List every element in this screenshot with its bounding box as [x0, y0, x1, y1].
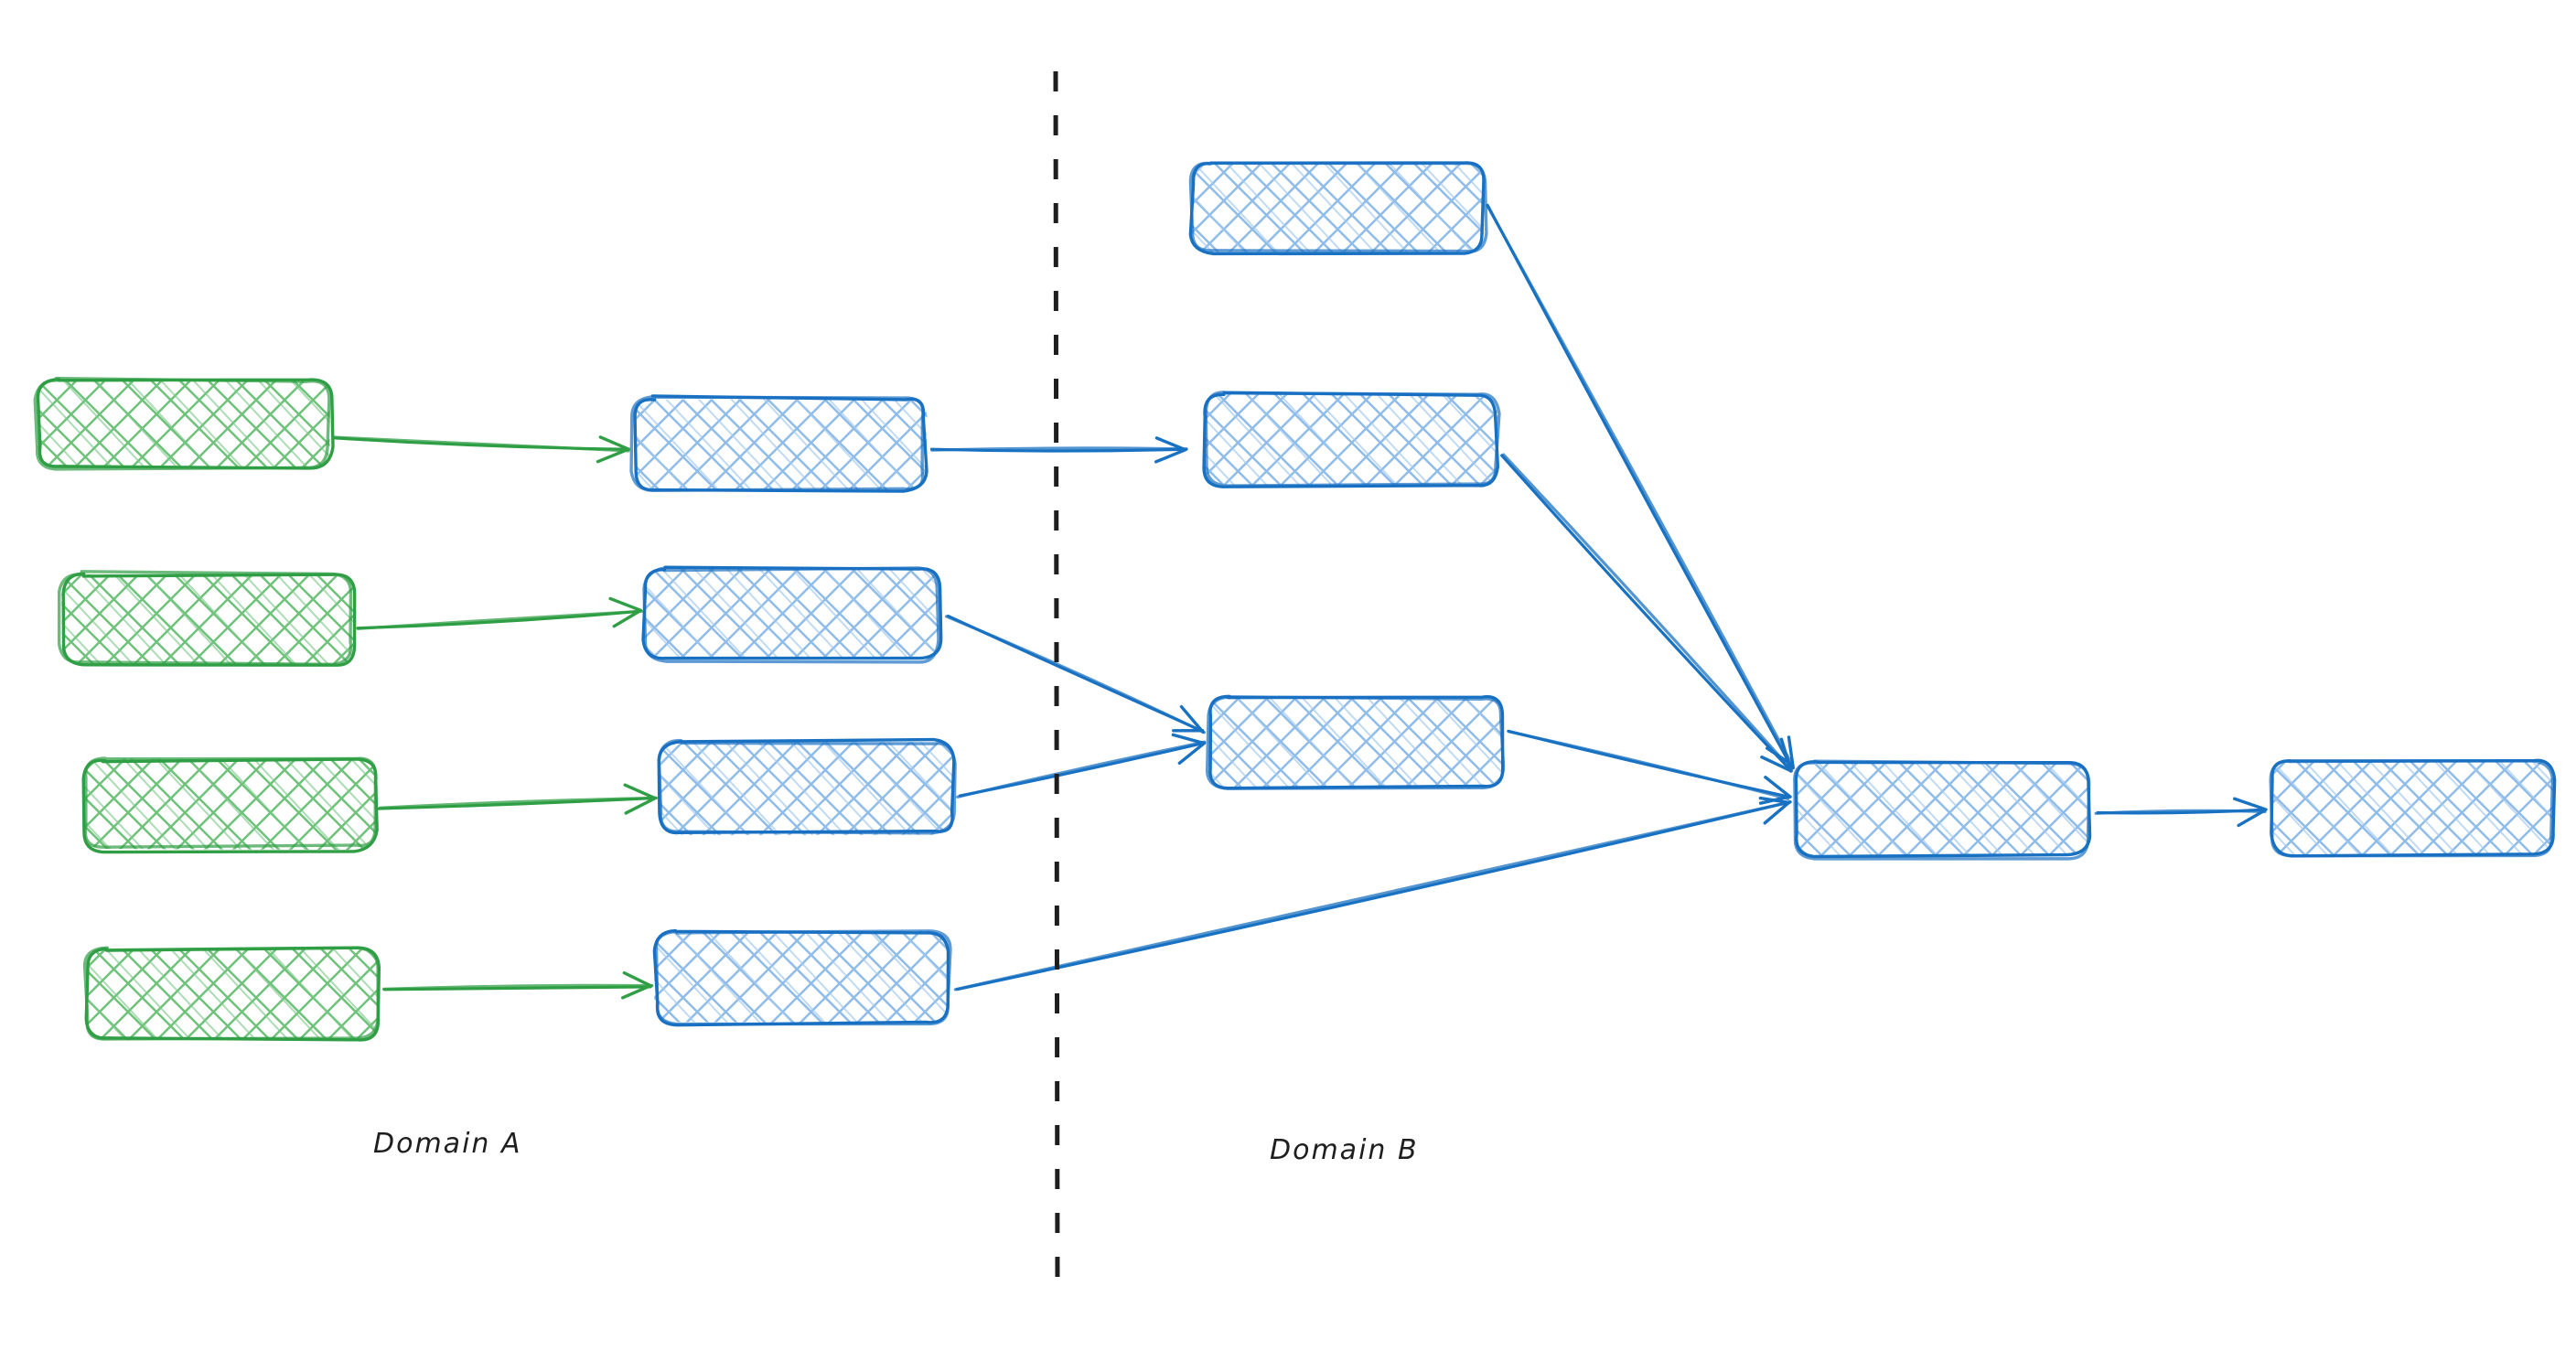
- node-fill-hatch-cross: [86, 949, 380, 1041]
- edge-arrowhead-barb: [1154, 447, 1187, 464]
- edge-b3-to-hub[interactable]: [1507, 729, 1792, 805]
- node-outline: [1793, 759, 2091, 861]
- node-a1[interactable]: [33, 376, 335, 471]
- node-a3[interactable]: [81, 756, 379, 854]
- node-outline: [642, 566, 940, 664]
- node-fill-hatch-cross: [61, 573, 356, 665]
- node-outline: [654, 929, 952, 1026]
- node-outline: [82, 946, 380, 1041]
- edge-shaft: [930, 446, 1188, 452]
- edge-arrowhead-barb: [622, 970, 653, 988]
- edge-shaft: [331, 435, 630, 453]
- node-fill-hatch-cross: [2270, 760, 2554, 856]
- edge-arrowhead-barb: [1764, 776, 1792, 799]
- node-outline: [33, 376, 331, 471]
- edge-shaft: [379, 796, 659, 809]
- edge-shaft: [2094, 809, 2267, 815]
- node-outline: [1188, 161, 1488, 253]
- edge-arrowhead-barb: [1779, 737, 1793, 773]
- edge-shaft: [356, 609, 644, 630]
- edge-arrowhead-barb: [1154, 436, 1186, 452]
- node-outline: [2269, 759, 2555, 858]
- node-b1[interactable]: [1188, 161, 1488, 256]
- node-m1[interactable]: [629, 394, 928, 493]
- node-fill-hatch-cross: [660, 742, 953, 835]
- edge-arrowhead-barb: [621, 984, 652, 1000]
- nodes-layer: [33, 161, 2557, 1042]
- edge-arrowhead-barb: [1787, 735, 1795, 770]
- node-m4[interactable]: [652, 928, 952, 1027]
- edge-arrowhead-barb: [1171, 733, 1206, 745]
- node-fill-hatch-cross: [645, 568, 939, 660]
- domain-a-label: Domain A: [373, 1128, 522, 1160]
- edge-arrowhead-barb: [1758, 795, 1792, 805]
- edge-shaft: [944, 615, 1206, 734]
- node-a2[interactable]: [57, 570, 357, 667]
- edge-shaft: [381, 983, 654, 991]
- edge-m1-to-b1[interactable]: [929, 436, 1188, 464]
- node-out[interactable]: [2269, 758, 2557, 858]
- edge-hub-to-out[interactable]: [2094, 797, 2268, 828]
- node-outline: [83, 756, 378, 849]
- node-b2[interactable]: [1202, 391, 1501, 488]
- edge-a1-to-m1[interactable]: [331, 435, 630, 464]
- node-m2[interactable]: [641, 565, 943, 664]
- node-fill-hatch-cross: [1794, 760, 2088, 856]
- edge-arrowhead-barb: [1760, 756, 1792, 773]
- edge-arrowhead-barb: [624, 796, 658, 815]
- edge-arrowhead-barb: [596, 447, 629, 464]
- edges-layer: [331, 203, 2268, 1000]
- edge-arrowhead-barb: [2237, 809, 2266, 828]
- edge-arrowhead-barb: [2232, 797, 2268, 811]
- edge-m4-to-hub[interactable]: [953, 796, 1792, 991]
- node-outline: [1204, 391, 1501, 488]
- edge-shaft: [953, 800, 1791, 991]
- edge-b2-to-hub[interactable]: [1500, 453, 1794, 773]
- node-hub[interactable]: [1793, 759, 2092, 861]
- node-outline: [1206, 695, 1506, 790]
- domain-b-label: Domain B: [1270, 1134, 1419, 1166]
- node-outline: [657, 738, 957, 835]
- node-fill-hatch-cross: [1205, 393, 1498, 485]
- edge-arrowhead-barb: [612, 609, 641, 628]
- edge-arrowhead-barb: [623, 783, 656, 799]
- edge-shaft: [1500, 454, 1792, 771]
- domain-divider-line: [1053, 70, 1060, 1292]
- edge-shaft: [1486, 204, 1795, 767]
- node-fill-hatch-cross: [1190, 161, 1485, 253]
- edge-arrowhead-barb: [1179, 704, 1205, 734]
- edge-arrowhead-barb: [608, 596, 643, 612]
- edge-a4-to-m4[interactable]: [381, 970, 654, 1000]
- node-m3[interactable]: [657, 737, 957, 835]
- node-fill-hatch-cross: [38, 379, 330, 468]
- node-b3[interactable]: [1206, 694, 1506, 790]
- node-fill-hatch-cross: [653, 930, 948, 1024]
- edge-m3-to-b3[interactable]: [956, 733, 1207, 799]
- node-a4[interactable]: [82, 946, 381, 1042]
- node-fill-hatch-cross: [83, 758, 378, 851]
- edge-arrowhead-barb: [1177, 741, 1207, 765]
- edge-a2-to-m2[interactable]: [356, 596, 644, 630]
- node-outline: [57, 570, 353, 666]
- edge-shaft: [956, 740, 1207, 799]
- edge-shaft: [1507, 730, 1790, 800]
- node-fill-hatch-cross: [634, 399, 928, 491]
- edge-shaft: [1502, 453, 1794, 772]
- edge-m2-to-b3[interactable]: [944, 614, 1206, 734]
- edge-a3-to-m3[interactable]: [377, 783, 659, 815]
- divider-layer: [1053, 70, 1060, 1292]
- edge-arrowhead-barb: [598, 435, 630, 451]
- node-fill-hatch-cross: [1208, 697, 1502, 788]
- node-outline: [629, 395, 925, 492]
- edge-arrowhead-barb: [1763, 800, 1791, 825]
